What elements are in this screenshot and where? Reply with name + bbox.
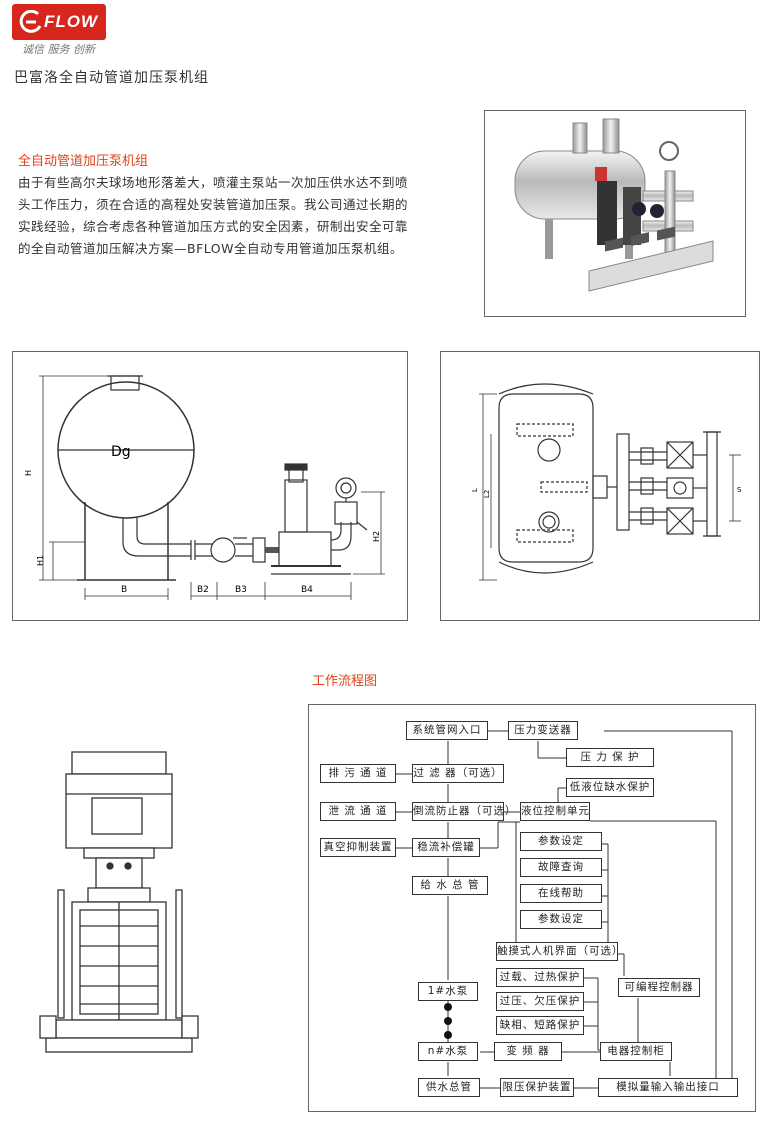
flow-box-vfd: 变 频 器 [494, 1042, 562, 1061]
pump-unit-photo [514, 118, 714, 292]
dim-B3: B3 [235, 585, 247, 595]
elevation-drawing-frame: Dg H H1 B B2 B3 B4 H2 [12, 351, 408, 621]
flow-box-pump1: 1#水泵 [418, 982, 478, 1001]
page-title: 巴富洛全自动管道加压泵机组 [14, 70, 209, 86]
flow-box-filter: 过 滤 器（可选） [412, 764, 504, 783]
flow-box-vacuum: 真空抑制装置 [320, 838, 396, 857]
section-title: 全自动管道加压泵机组 [18, 154, 149, 169]
dim-L: L [471, 488, 479, 492]
flow-title: 工作流程图 [312, 674, 378, 689]
logo-swoosh-icon [19, 10, 42, 33]
flow-box-pressure-protect: 压 力 保 护 [566, 748, 654, 767]
flow-box-main-pipe: 给 水 总 管 [412, 876, 488, 895]
dim-H1: H1 [36, 555, 45, 566]
flow-box-supply: 供水总管 [418, 1078, 480, 1097]
dim-B4: B4 [301, 585, 313, 595]
dim-S: S [737, 486, 742, 494]
flow-box-pumpn: n#水泵 [418, 1042, 478, 1061]
flow-box-hmi: 触摸式人机界面（可选） [496, 942, 623, 961]
slogan: 诚信 服务 创新 [22, 43, 95, 56]
flow-box-inlet: 系统管网入口 [406, 721, 488, 740]
elevation-drawing: Dg H H1 B B2 B3 B4 H2 [24, 375, 385, 600]
plan-drawing-frame: L L2 S [440, 351, 760, 621]
flow-box-tank: 稳流补偿罐 [412, 838, 480, 857]
tank-label: Dg [111, 444, 131, 460]
flow-box-phase: 缺相、短路保护 [496, 1016, 584, 1035]
logo-text: FLOW [43, 12, 98, 31]
flow-box-backflow: 倒流防止器（可选） [412, 802, 516, 821]
dim-L2: L2 [483, 490, 491, 498]
flow-box-param1: 参数设定 [520, 832, 602, 851]
flow-box-low-level: 低液位缺水保护 [566, 778, 654, 797]
flow-box-analog: 模拟量输入输出接口 [598, 1078, 738, 1097]
dim-B: B [121, 585, 127, 595]
dim-H: H [24, 470, 33, 476]
plan-drawing: L L2 S [471, 383, 742, 581]
flow-box-plc: 可编程控制器 [618, 978, 700, 997]
dim-B2: B2 [197, 585, 209, 595]
dim-H2: H2 [372, 531, 381, 542]
flow-box-overload: 过载、过热保护 [496, 968, 584, 987]
flow-box-fault: 故障查询 [520, 858, 602, 877]
flow-box-discharge: 泄 流 通 道 [320, 802, 396, 821]
flow-box-transmitter: 压力变送器 [508, 721, 578, 740]
flow-box-cabinet: 电器控制柜 [600, 1042, 672, 1061]
vertical-pump-drawing [39, 751, 199, 1053]
flow-box-help: 在线帮助 [520, 884, 602, 903]
flow-box-param2: 参数设定 [520, 910, 602, 929]
flow-box-voltage: 过压、欠压保护 [496, 992, 584, 1011]
flow-box-drain: 排 污 通 道 [320, 764, 396, 783]
section-body: 由于有些高尔夫球场地形落差大，喷灌主泵站一次加压供水达不到喷头工作压力，须在合适… [18, 175, 409, 256]
flow-box-limiter: 限压保护装置 [500, 1078, 574, 1097]
flow-box-level-ctrl: 液位控制单元 [520, 802, 590, 821]
product-photo-frame [484, 110, 746, 317]
flowchart-connectors [396, 730, 738, 1089]
